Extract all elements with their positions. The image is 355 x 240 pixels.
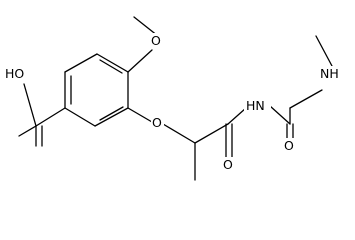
ring-double-bond-inner-3 [99,59,123,74]
urea-carbonyl: O [283,123,296,154]
ether-linkage: O [127,107,196,181]
bond-carboxyl-oh [23,83,37,127]
ring-bond-c1-c2 [64,107,96,127]
bond-carboxyl-c-double-o [18,125,37,137]
bond-nh-methyl [315,35,333,67]
ring-bond-c4-c5 [96,53,129,73]
amide-oxygen-label: O [223,157,233,172]
bond-urea-carbon-nh-diag [289,89,323,109]
bond-methoxy-oxygen-methyl [133,16,159,37]
bond-ring-methoxy-oxygen [127,49,153,73]
hydroxyl-label: HO [5,66,24,81]
structure-diagram: HO O O O HN O [3,16,345,181]
ring-double-bond-inner-2 [99,106,124,121]
benzene-ring [64,53,129,127]
carboxyl-group: HO [3,66,66,147]
methoxy-oxygen-label: O [151,33,161,48]
bond-ring-carboxyl-carbon [35,107,66,127]
bond-ether-oxygen-ch [162,123,196,144]
bond-ch-carbonyl [194,123,229,144]
bond-carbonyl-nh [227,107,247,125]
methoxy-group: O [127,16,163,73]
urea-nh-methyl: NH [289,35,345,125]
imide-nh-label: HN [246,98,265,113]
bond-nh-urea-carbon [269,105,291,125]
amide-carbonyl: O [194,123,235,173]
ether-oxygen-label: O [152,115,162,130]
urea-nh-label: NH [320,66,339,81]
imide-nh: HN [227,98,291,125]
bond-ring-ether-oxygen [127,107,153,123]
ring-bond-c5-c6 [64,53,98,73]
molecule-drawing: HO O O O HN O [3,16,345,181]
ring-bond-c2-c3 [94,107,129,127]
urea-oxygen-label: O [284,138,294,153]
